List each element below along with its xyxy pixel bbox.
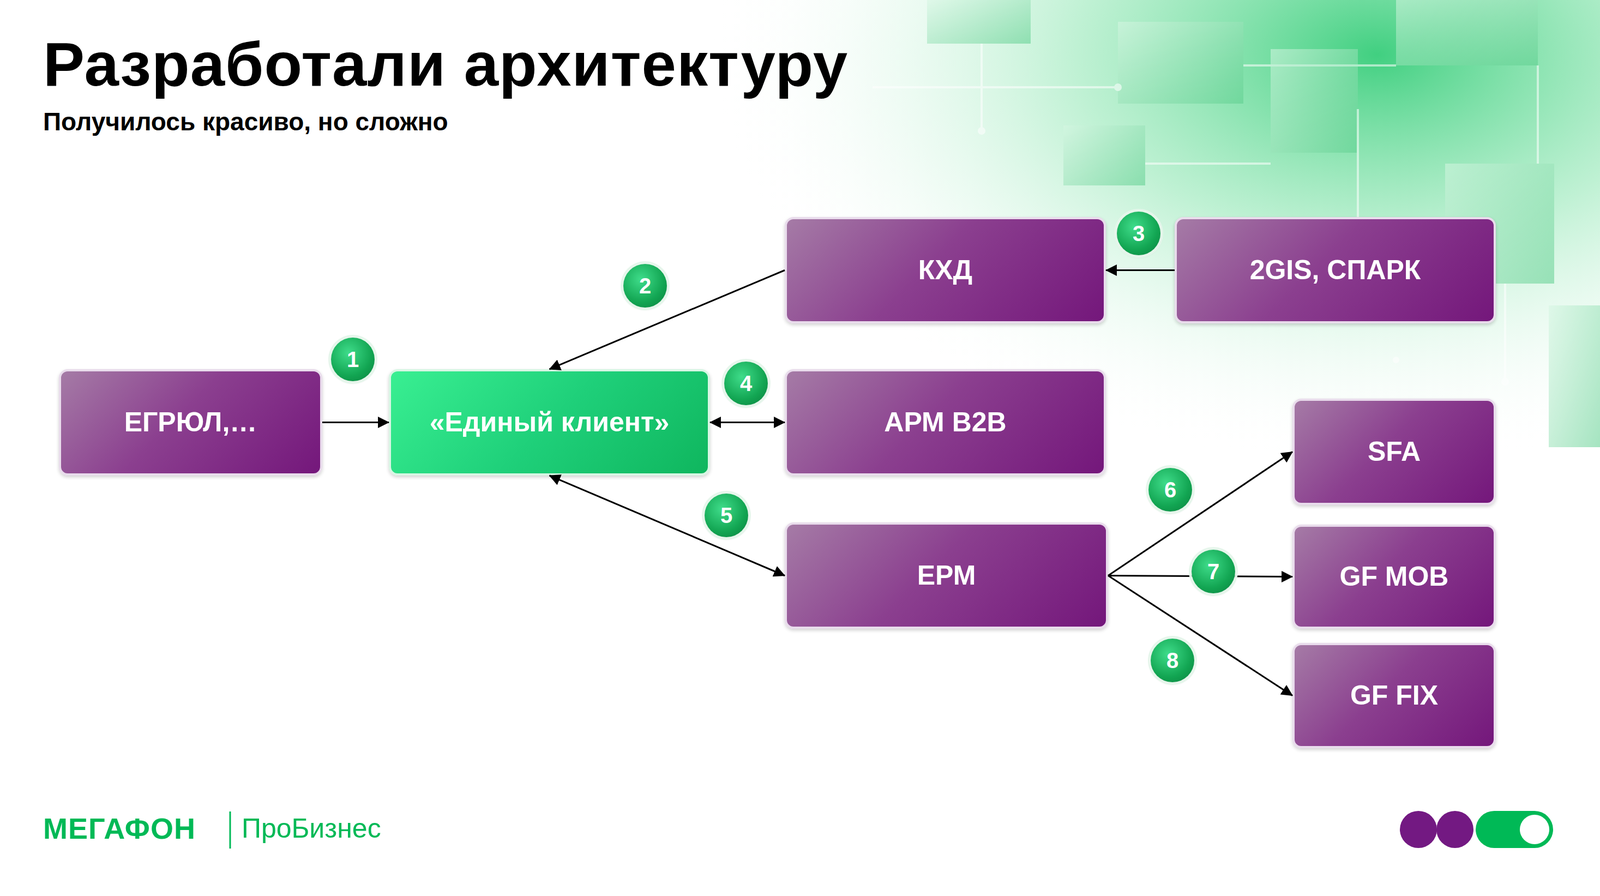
system-box: АРМ В2В <box>784 369 1106 476</box>
connector-arrow <box>549 475 786 576</box>
box-label: ЕРМ <box>910 560 983 592</box>
callout-number: 6 <box>1148 467 1193 512</box>
callout-number: 4 <box>724 361 768 406</box>
system-box: GF MOB <box>1292 524 1496 629</box>
box-label: КХД <box>911 254 980 287</box>
callout-number: 8 <box>1150 638 1195 683</box>
connector-arrow <box>549 270 786 370</box>
box-label: GF FIX <box>1343 680 1445 712</box>
connector-arrow <box>1108 575 1293 696</box>
box-label: GF MOB <box>1333 561 1456 593</box>
brand-separator <box>229 811 232 849</box>
system-box: ЕГРЮЛ,… <box>58 369 323 476</box>
box-label: 2GIS, СПАРК <box>1243 254 1428 287</box>
callout-number: 5 <box>704 493 749 538</box>
box-label: SFA <box>1361 436 1428 468</box>
connector-arrow <box>1105 269 1175 272</box>
brand-logo: МЕГАФОН <box>43 811 196 846</box>
box-label: ЕГРЮЛ,… <box>117 406 264 439</box>
connector-arrow <box>710 421 785 424</box>
callout-number: 3 <box>1116 211 1161 256</box>
connector-arrow <box>322 421 389 424</box>
callout-number: 2 <box>623 263 667 308</box>
system-box: 2GIS, СПАРК <box>1174 217 1496 324</box>
brand-toggle-icon <box>1399 810 1554 848</box>
box-label: АРМ В2В <box>877 406 1013 439</box>
box-label: «Единый клиент» <box>423 406 677 439</box>
callout-number: 7 <box>1191 549 1236 594</box>
system-box: КХД <box>784 217 1106 324</box>
brand-product: ПроБизнес <box>241 812 382 845</box>
system-box: ЕРМ <box>784 522 1109 629</box>
slide-title: Разработали архитектуру <box>43 28 848 100</box>
system-box: GF FIX <box>1292 642 1496 749</box>
subtitle: Получилось красиво, но сложно <box>43 106 449 137</box>
callout-number: 1 <box>331 337 375 382</box>
system-box: SFA <box>1292 398 1496 505</box>
core-system-box: «Единый клиент» <box>388 369 711 476</box>
